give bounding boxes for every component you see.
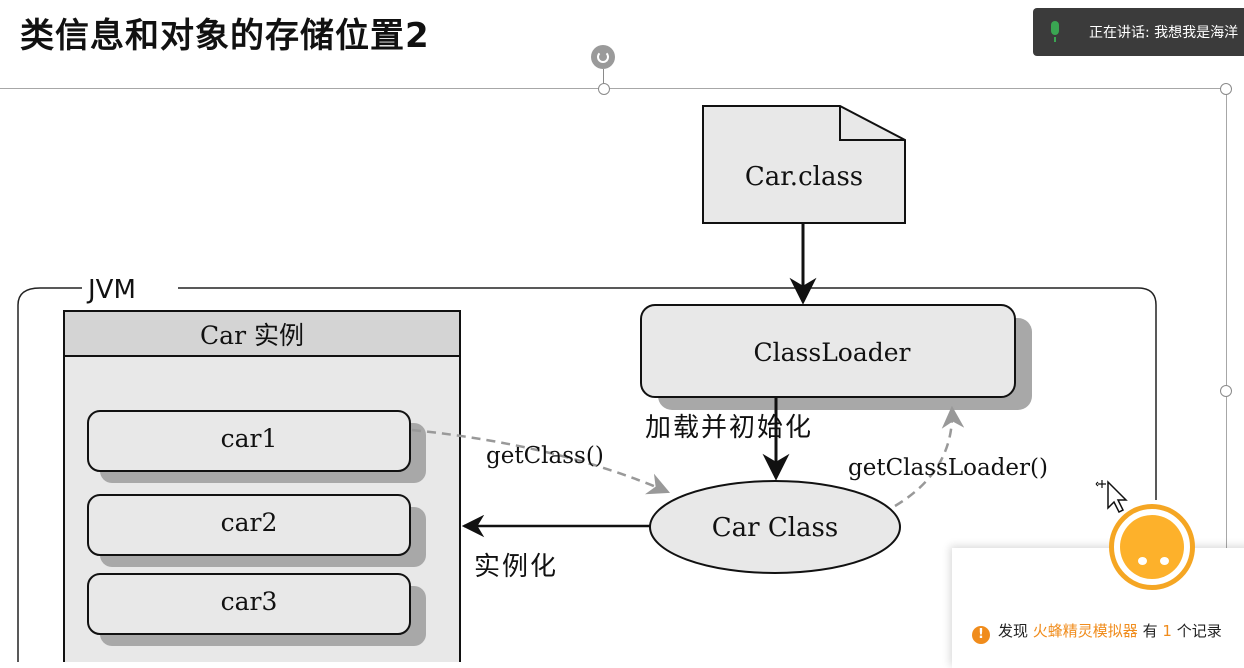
instance-car3-label: car3 bbox=[221, 587, 278, 616]
mascot-eye-right bbox=[1160, 557, 1169, 565]
classloader-box: ClassLoader bbox=[640, 304, 1032, 410]
notification-popup[interactable]: ! 发现 火蜂精灵模拟器 有 1 个记录 bbox=[952, 548, 1244, 668]
info-icon: ! bbox=[972, 626, 990, 644]
instance-car2-label: car2 bbox=[221, 508, 278, 537]
car-class-file-label: Car.class bbox=[745, 162, 863, 192]
instance-car3: car3 bbox=[87, 573, 426, 646]
car-class-ellipse: Car Class bbox=[649, 480, 901, 574]
instance-car1-label: car1 bbox=[221, 424, 278, 453]
selection-border-top bbox=[0, 88, 1226, 89]
arrow-getclass bbox=[411, 428, 671, 495]
speaking-text: 正在讲话: 我想我是海洋 bbox=[1089, 25, 1239, 41]
popup-app-name[interactable]: 火蜂精灵模拟器 bbox=[1032, 622, 1138, 640]
selection-border-right bbox=[1226, 88, 1227, 662]
jvm-boundary bbox=[17, 287, 1157, 662]
popup-suffix: 个记录 bbox=[1176, 622, 1222, 640]
mascot-assistant-icon[interactable] bbox=[1109, 504, 1195, 590]
resize-handle-right[interactable] bbox=[1220, 385, 1232, 397]
resize-handle-top-right[interactable] bbox=[1220, 83, 1232, 95]
load-init-label: 加载并初始化 bbox=[645, 413, 813, 443]
slide-title: 类信息和对象的存储位置2 bbox=[20, 16, 430, 56]
rotate-handle-stem bbox=[603, 69, 604, 89]
popup-middle: 有 bbox=[1142, 622, 1158, 640]
instantiate-label: 实例化 bbox=[474, 552, 558, 582]
getclass-label: getClass() bbox=[486, 443, 604, 469]
rotate-handle-icon[interactable] bbox=[591, 45, 615, 69]
mouse-cursor-icon bbox=[1095, 480, 1128, 514]
instance-car1: car1 bbox=[87, 410, 426, 483]
mascot-eye-left bbox=[1138, 557, 1147, 565]
classloader-label: ClassLoader bbox=[754, 338, 911, 367]
arrow-getclassloader bbox=[894, 405, 965, 508]
car-class-file: Car.class bbox=[702, 105, 906, 224]
microphone-icon bbox=[1051, 21, 1059, 42]
speaking-indicator: 正在讲话: 我想我是海洋 bbox=[1033, 8, 1244, 56]
getclassloader-label: getClassLoader() bbox=[848, 455, 1048, 481]
instances-title: Car 实例 bbox=[200, 321, 304, 350]
popup-prefix: 发现 bbox=[998, 622, 1029, 640]
jvm-label: JVM bbox=[86, 275, 136, 305]
popup-count: 1 bbox=[1162, 622, 1172, 640]
resize-handle-top[interactable] bbox=[598, 83, 610, 95]
notification-message: ! 发现 火蜂精灵模拟器 有 1 个记录 bbox=[972, 620, 1222, 644]
instance-car2: car2 bbox=[87, 494, 426, 567]
car-class-label: Car Class bbox=[712, 513, 838, 543]
